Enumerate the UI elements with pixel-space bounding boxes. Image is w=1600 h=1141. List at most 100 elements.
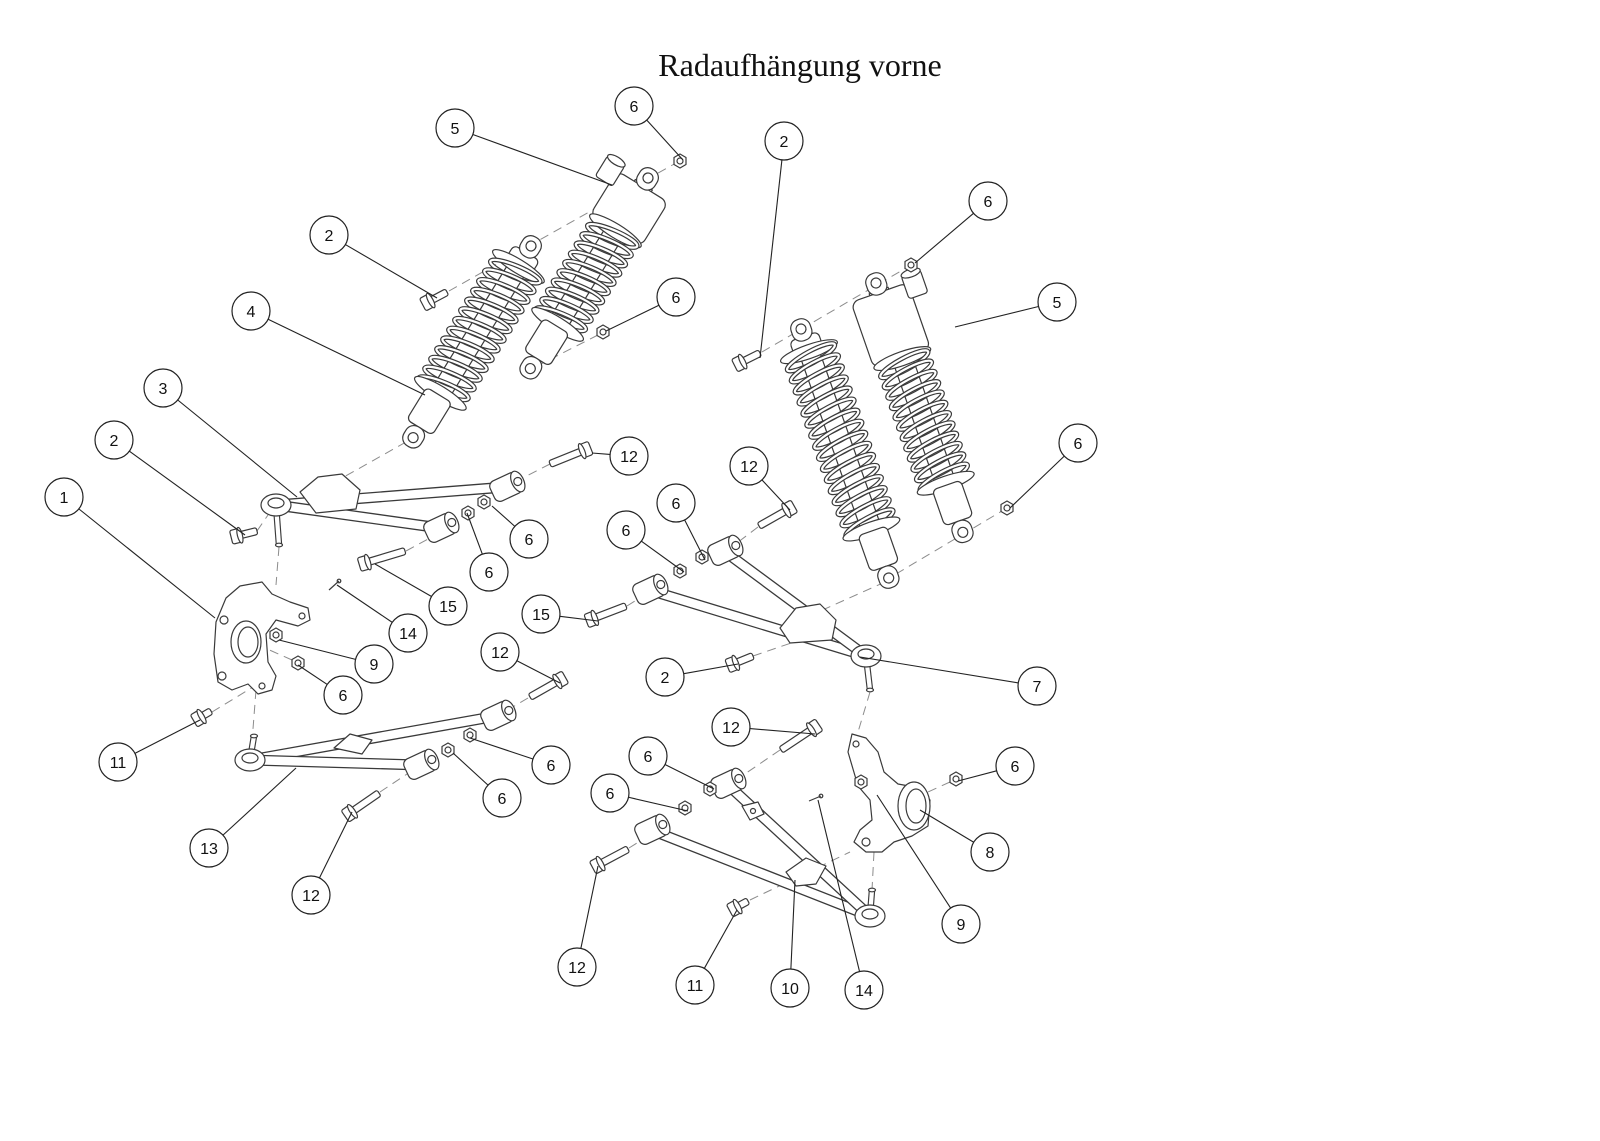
callout-number: 13 [200,841,218,858]
alignment-line [405,537,431,552]
nut [441,742,455,758]
callout-leader-line [859,656,1019,684]
cotter-pin [328,578,342,591]
part-callout: 6 [452,752,522,818]
callout-leader-line [580,865,599,949]
callout-leader-line [919,809,974,843]
shock-absorber-right-front [779,318,901,589]
bushing [632,573,669,605]
callout-number: 12 [491,645,509,662]
nut [477,494,491,510]
part-callout: 6 [469,737,571,785]
callout-leader-line [336,584,393,623]
bushing [634,813,671,845]
part-callout: 11 [675,909,738,1005]
callout-number: 6 [644,749,653,766]
callout-leader-line [954,305,1039,328]
callout-number: 9 [370,657,379,674]
callout-leader-line [491,505,516,527]
alignment-line [857,691,871,733]
part-callout: 6 [491,505,549,559]
callout-circle [98,742,138,782]
callout-leader-line [664,764,715,790]
callout-circle [614,86,654,126]
ball-joint [854,887,886,928]
callout-number: 6 [485,565,494,582]
alignment-line [256,514,269,532]
callout-circle [968,181,1008,221]
callout-number: 6 [630,99,639,116]
callout-circle [628,736,668,776]
part-callout: 2 [645,657,739,697]
callout-circle [995,746,1035,786]
callout-leader-line [605,304,660,332]
callout-number: 2 [110,433,119,450]
callout-leader-line [790,879,796,970]
callout-circle [941,904,981,944]
callout-leader-line [129,450,246,536]
callout-circle [609,436,649,476]
callout-leader-line [749,728,816,735]
callout-leader-line [759,159,783,359]
callout-number: 1 [60,490,69,507]
callout-number: 6 [1011,759,1020,776]
callout-circle [675,965,715,1005]
alignment-line [251,689,257,743]
callout-circle [557,947,597,987]
callout-number: 3 [159,381,168,398]
callout-leader-line [1009,455,1065,509]
part-callout: 10 [770,879,810,1008]
part-callout: 5 [435,108,613,186]
part-callout: 15 [374,563,468,626]
callout-number: 6 [498,791,507,808]
part-callout: 12 [729,446,791,511]
nut [904,257,918,273]
callout-circle [428,586,468,626]
callout-number: 15 [439,599,457,616]
callout-number: 12 [302,888,320,905]
ball-joint [260,493,292,548]
mount-bracket [333,733,373,755]
callout-leader-line [452,752,489,786]
callout-leader-line [134,719,201,754]
callout-circle [590,773,630,813]
callout-circle [143,368,183,408]
part-callout: 6 [614,86,684,161]
cotter-pin [808,793,824,802]
ball-joint [234,733,266,772]
alignment-line [895,510,1003,575]
alignment-line [211,683,259,713]
callout-number: 14 [399,626,417,643]
callout-number: 5 [451,121,460,138]
callout-number: 6 [339,688,348,705]
callout-leader-line [628,796,689,812]
callout-number: 6 [606,786,615,803]
mounting-tab [741,801,765,821]
callout-number: 11 [110,755,127,772]
part-callout: 6 [628,736,715,790]
callout-leader-line [318,811,353,879]
callout-circle [435,108,475,148]
alignment-line [536,334,599,367]
callout-number: 12 [568,960,586,977]
callout-circle [509,519,549,559]
part-callout: 2 [94,420,246,536]
part-callout: 12 [291,811,353,915]
bushing [403,748,440,780]
part-callout: 12 [711,707,816,747]
callout-leader-line [297,664,328,685]
part-callout: 5 [954,282,1077,328]
alignment-line [871,851,875,891]
part-callout: 6 [605,277,696,332]
callout-number: 5 [1053,295,1062,312]
part-callout: 6 [590,773,689,813]
nut [461,505,475,521]
bolt [589,846,630,874]
callout-circle [323,675,363,715]
mount-bracket [779,603,837,644]
part-callout: 8 [919,809,1010,872]
callout-circle [844,970,884,1010]
callout-leader-line [177,399,298,498]
bolt [229,526,259,545]
